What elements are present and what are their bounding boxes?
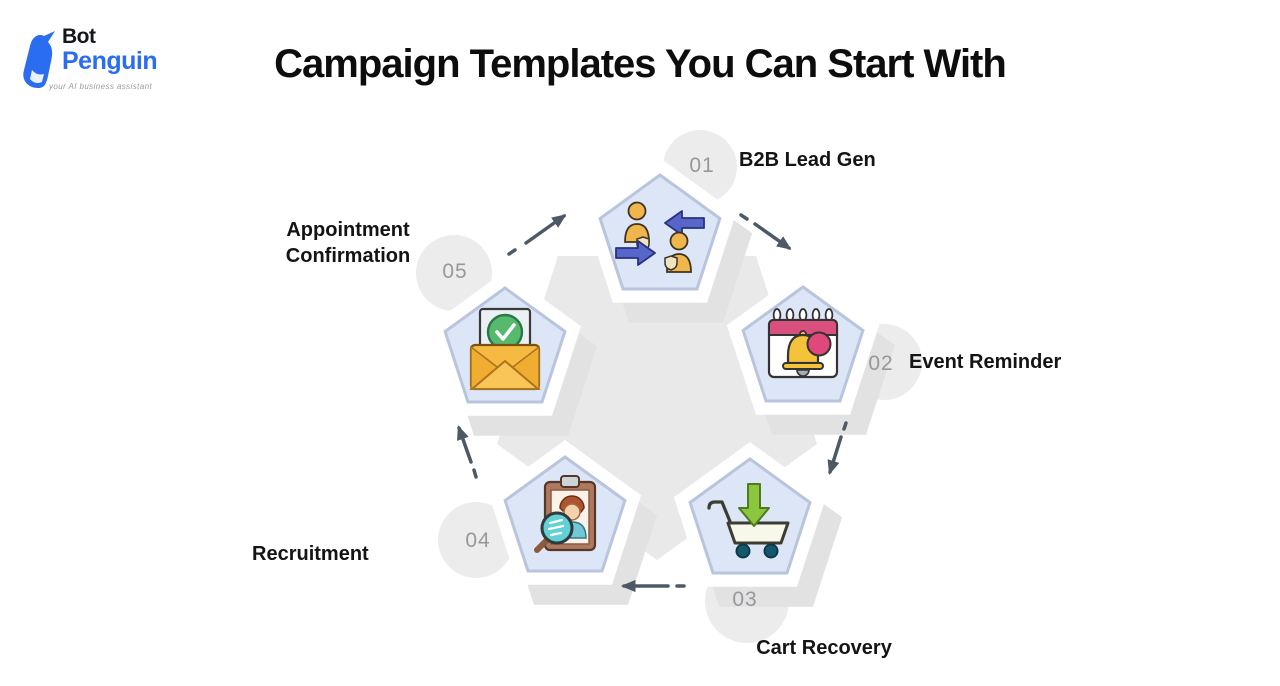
envelope-check-icon — [469, 307, 541, 391]
calendar-bell-icon — [767, 308, 839, 379]
logo-text-penguin: Penguin — [62, 47, 158, 75]
botpenguin-logo: Bot Penguin your AI business assistant — [18, 26, 188, 96]
label-cart-recovery: Cart Recovery — [756, 637, 892, 659]
people-exchange-icon — [615, 201, 705, 273]
logo-tagline: your AI business assistant — [49, 82, 153, 91]
arrow-01-to-02 — [739, 213, 792, 250]
label-b2b-lead-gen: B2B Lead Gen — [739, 149, 876, 171]
node-appointment-confirmation — [428, 271, 598, 436]
flow-arrows — [457, 213, 848, 593]
penguin-icon — [23, 31, 55, 88]
label-appointment-confirmation: Appointment Confirmation — [285, 219, 411, 267]
clipboard-magnifier-icon — [534, 475, 597, 553]
label-event-reminder: Event Reminder — [909, 351, 1062, 373]
step-number-02: 02 — [868, 352, 894, 375]
step-number-04: 04 — [465, 529, 491, 552]
arrow-02-to-03 — [827, 421, 848, 475]
shopping-cart-down-arrow-icon — [707, 483, 790, 559]
step-number-05: 05 — [442, 260, 468, 283]
number-badge-circle-04 — [438, 502, 514, 578]
label-recruitment: Recruitment — [252, 543, 369, 565]
logo-text-bot: Bot — [62, 25, 96, 48]
step-number-03: 03 — [732, 588, 758, 611]
number-badge-circle-05 — [416, 235, 492, 311]
step-number-01: 01 — [689, 154, 715, 177]
page-title: Campaign Templates You Can Start With — [274, 42, 1007, 86]
node-event-reminder — [726, 270, 896, 435]
arrow-04-to-05 — [457, 425, 478, 479]
arrow-05-to-01 — [507, 214, 567, 256]
node-recruitment — [488, 440, 658, 605]
node-cart-recovery — [673, 442, 843, 607]
node-b2b-lead-gen — [583, 158, 753, 323]
